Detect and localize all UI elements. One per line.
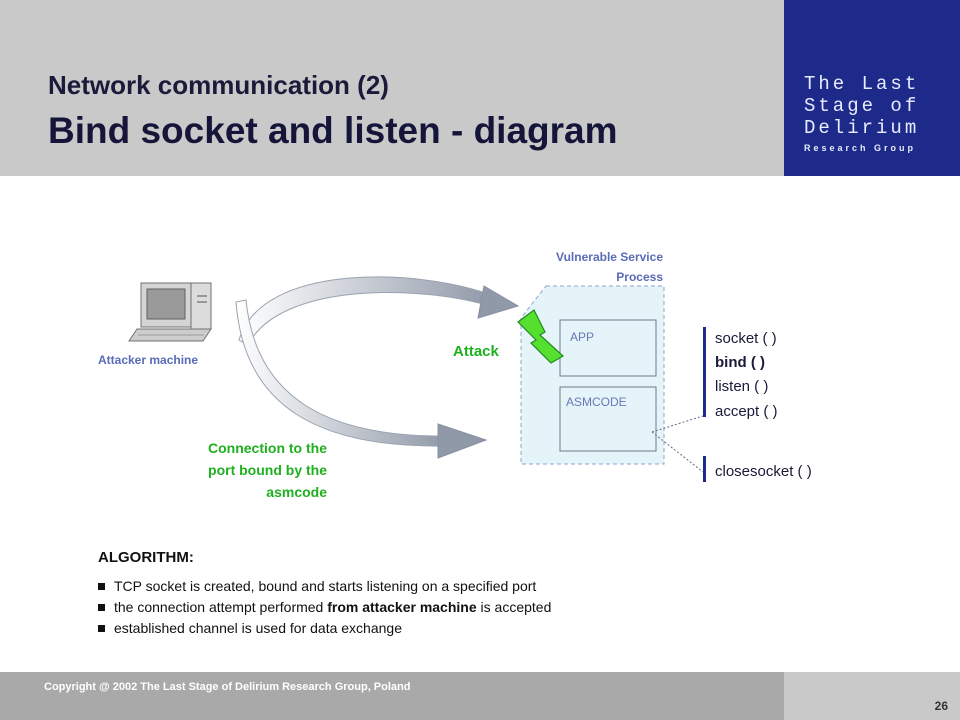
lightning-bolt-icon (517, 309, 565, 364)
function-socket: socket ( ) (715, 330, 777, 347)
logo-line-2: Stage of (804, 95, 920, 117)
footer-bar (0, 672, 784, 720)
lsd-logo: The Last Stage of Delirium Research Grou… (784, 0, 960, 176)
app-label: APP (570, 330, 595, 344)
connection-arrow-icon (235, 299, 488, 459)
bullet-icon (98, 582, 105, 590)
process-label-line2: Process (616, 270, 663, 284)
title-banner (0, 0, 784, 176)
function-accept: accept ( ) (715, 403, 778, 420)
bullet-icon (98, 624, 105, 632)
attack-label: Attack (453, 343, 499, 360)
attack-arrow-icon (238, 276, 520, 346)
slide-title: Network communication (2) (48, 70, 389, 100)
footer-page-box (784, 672, 960, 720)
asmcode-label: ASMCODE (566, 395, 627, 409)
computer-icon (128, 282, 212, 342)
connection-label-line3: asmcode (266, 484, 327, 500)
logo-line-1: The Last (804, 73, 920, 95)
functions-bracket (703, 327, 706, 417)
function-listen: listen ( ) (715, 378, 769, 395)
function-closesocket: closesocket ( ) (715, 463, 812, 480)
close-function-bracket (703, 456, 706, 482)
function-bind: bind ( ) (715, 354, 765, 371)
list-item: established channel is used for data exc… (98, 618, 551, 639)
connection-label-line1: Connection to the (208, 440, 327, 456)
logo-subtitle: Research Group (804, 143, 917, 153)
list-item: the connection attempt performed from at… (98, 597, 551, 618)
connector-to-closesocket (651, 431, 704, 473)
logo-line-3: Delirium (804, 117, 920, 139)
bullet-icon (98, 603, 105, 611)
app-box (559, 319, 657, 377)
process-label-line1: Vulnerable Service (556, 250, 663, 264)
copyright-text: Copyright @ 2002 The Last Stage of Delir… (44, 681, 411, 693)
algorithm-list: TCP socket is created, bound and starts … (98, 576, 551, 639)
attacker-machine-label: Attacker machine (98, 353, 199, 367)
connection-label-line2: port bound by the (208, 462, 327, 478)
connector-to-functions (651, 415, 704, 433)
asmcode-box (559, 386, 657, 452)
slide-subtitle: Bind socket and listen - diagram (48, 110, 618, 151)
page-number: 26 (934, 699, 948, 713)
list-item: TCP socket is created, bound and starts … (98, 576, 551, 597)
algorithm-title: ALGORITHM: (98, 549, 194, 566)
